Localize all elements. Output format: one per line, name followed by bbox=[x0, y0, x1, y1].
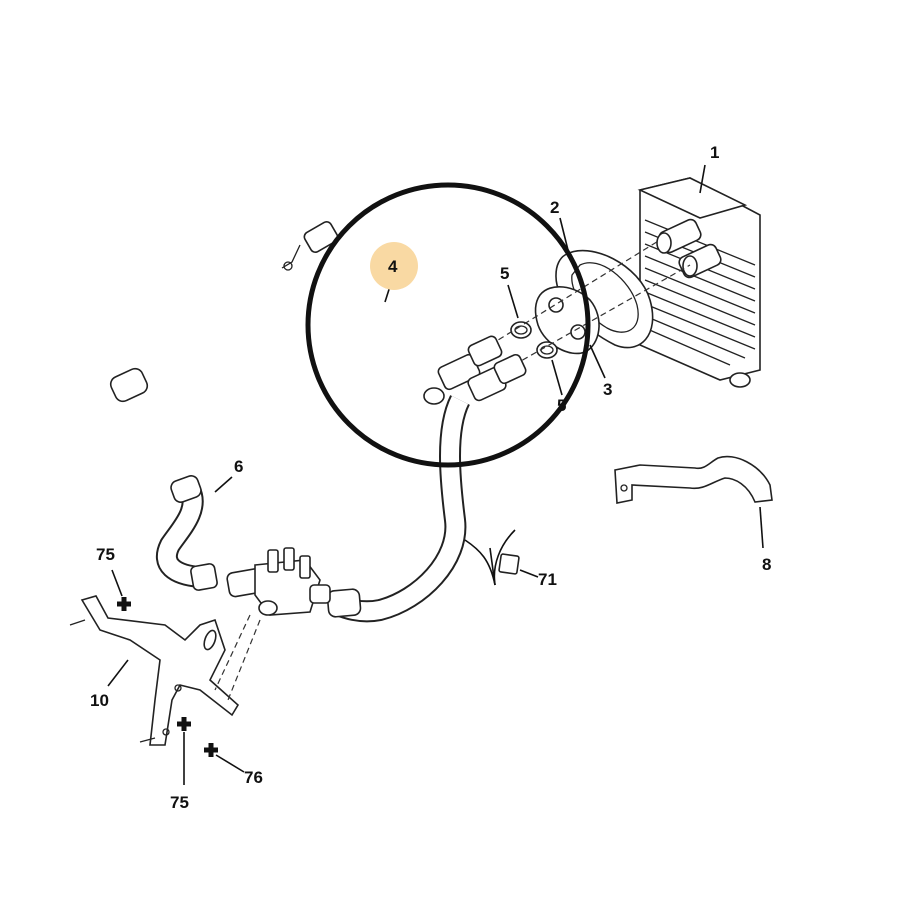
fastener-cross-76[interactable] bbox=[204, 743, 218, 757]
fastener-cross-lower[interactable] bbox=[177, 717, 191, 731]
fastener-cross-upper[interactable] bbox=[117, 597, 131, 611]
label-part-71[interactable]: 71 bbox=[538, 570, 557, 589]
o-ring-seal-lower[interactable] bbox=[536, 341, 558, 359]
label-part-5-upper[interactable]: 5 bbox=[500, 264, 509, 283]
label-part-5-lower[interactable]: 5 bbox=[557, 396, 566, 415]
label-part-75-upper[interactable]: 75 bbox=[96, 545, 115, 564]
hose-bracket[interactable] bbox=[614, 455, 773, 504]
label-part-4[interactable]: 4 bbox=[388, 257, 398, 276]
label-part-3[interactable]: 3 bbox=[603, 380, 612, 399]
leader-lines bbox=[107, 164, 764, 785]
heater-core[interactable] bbox=[637, 177, 761, 388]
label-part-76[interactable]: 76 bbox=[244, 768, 263, 787]
mounting-bracket[interactable] bbox=[69, 595, 261, 746]
label-part-1[interactable]: 1 bbox=[710, 143, 719, 162]
label-part-6[interactable]: 6 bbox=[234, 457, 243, 476]
o-ring-seal-upper[interactable] bbox=[510, 321, 532, 339]
label-part-2[interactable]: 2 bbox=[550, 198, 559, 217]
label-part-75-lower[interactable]: 75 bbox=[170, 793, 189, 812]
heater-hose-assembly[interactable] bbox=[108, 164, 527, 623]
short-coolant-hose[interactable] bbox=[155, 474, 218, 591]
coolant-valve-block[interactable] bbox=[226, 547, 331, 616]
part-4-highlight bbox=[370, 242, 418, 290]
detail-highlight-circle bbox=[305, 182, 591, 468]
lubricant-symbol bbox=[464, 529, 520, 586]
label-part-10[interactable]: 10 bbox=[90, 691, 109, 710]
label-part-8[interactable]: 8 bbox=[762, 555, 771, 574]
